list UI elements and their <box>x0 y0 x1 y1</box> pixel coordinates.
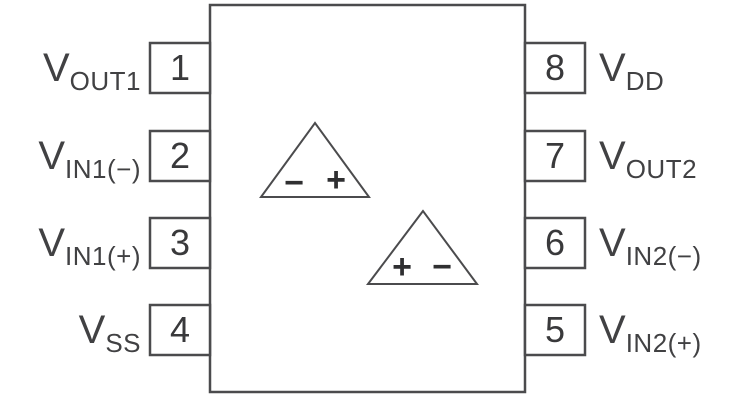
opamp1-minus-sign-icon: − <box>284 164 304 202</box>
pin-label-base: V <box>599 220 626 265</box>
pin2-box <box>148 129 212 183</box>
pin3-number: 3 <box>169 222 191 263</box>
pin-label-base: V <box>599 307 626 352</box>
pin2-number: 2 <box>169 135 191 176</box>
opamp1-triangle <box>259 121 371 198</box>
pin6-number: 6 <box>544 222 566 263</box>
pin4-number: 4 <box>169 309 191 350</box>
pin-label-subscript: IN2(+) <box>625 327 702 358</box>
pin-label-subscript: OUT2 <box>625 153 698 184</box>
opamp1-plus-sign-icon: + <box>326 161 346 199</box>
pin5-number: 5 <box>544 309 566 350</box>
pin5-box <box>523 303 587 357</box>
pin7-number: 7 <box>544 135 566 176</box>
pin-label-base: V <box>38 220 66 265</box>
opamp2-plus-sign-icon: + <box>392 248 412 286</box>
pin4-box <box>148 303 212 357</box>
pin-label-subscript: DD <box>625 65 665 96</box>
pin-label-subscript: IN2(−) <box>625 240 702 271</box>
pin-label-base: V <box>78 307 106 352</box>
opamp2-minus-sign-icon: − <box>432 248 452 286</box>
pin-label-base: V <box>599 45 626 90</box>
pin-label-subscript: OUT1 <box>69 65 141 96</box>
pin-label-subscript: SS <box>105 327 141 358</box>
pin-label-base: V <box>599 133 626 178</box>
pin-label-subscript: IN1(−) <box>65 153 141 184</box>
pin3-box <box>148 216 212 270</box>
ic-package-body <box>208 3 527 394</box>
pin6-box <box>523 216 587 270</box>
pin-label-base: V <box>42 45 70 90</box>
pin7-box <box>523 129 587 183</box>
pin8-number: 8 <box>544 47 566 88</box>
opamp2-triangle <box>365 209 479 285</box>
pin1-box <box>148 41 212 95</box>
pin-label-subscript: IN1(+) <box>65 240 141 271</box>
pin-label-base: V <box>38 133 66 178</box>
pin8-box <box>523 41 587 95</box>
pin1-number: 1 <box>169 47 191 88</box>
